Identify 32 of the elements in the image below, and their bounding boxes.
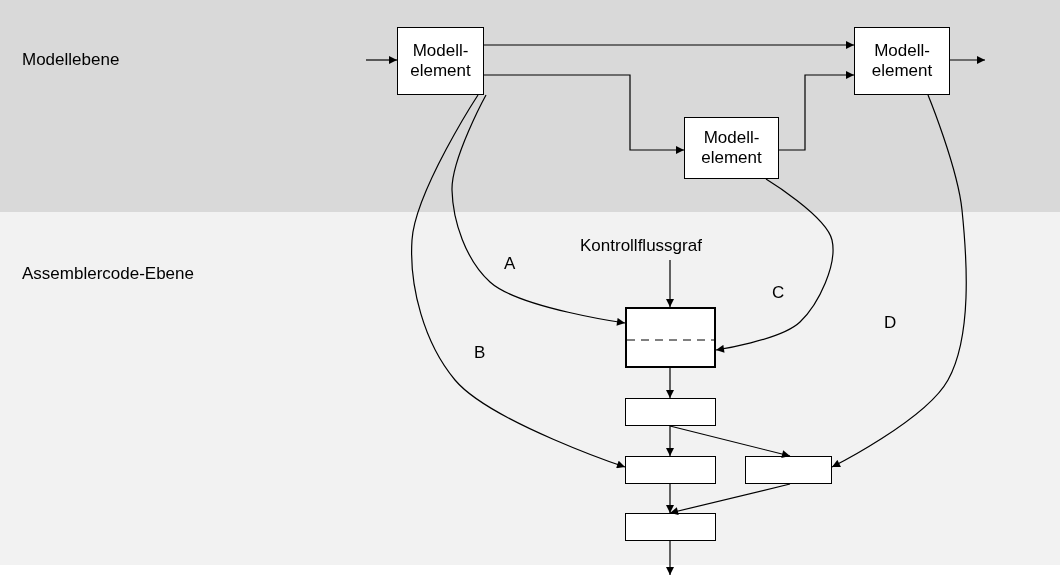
model-element-box (397, 27, 484, 95)
arrow (778, 71, 855, 151)
code-block-box (625, 307, 716, 368)
model-element-box (854, 27, 950, 95)
arrow (483, 41, 855, 49)
layer-title: Assemblercode-Ebene (22, 264, 194, 284)
graph-title: Kontrollflussgraf (580, 236, 703, 256)
arrow (666, 259, 674, 308)
code-block-box (625, 456, 716, 484)
curved-arrow (411, 94, 626, 469)
arrow (666, 367, 674, 399)
code-block-box (625, 513, 716, 541)
arrow (949, 56, 986, 64)
element-label: Modell- element (700, 127, 763, 169)
element-label: Modell- element (409, 40, 472, 82)
layer-title: Modellebene (22, 50, 120, 70)
layer-band (0, 212, 1060, 565)
curved-arrow (715, 178, 834, 353)
arrow (365, 56, 398, 64)
arrow (666, 540, 674, 576)
arrow (666, 425, 674, 457)
curved-arrow (451, 94, 626, 326)
code-block-box (625, 398, 716, 426)
curved-arrow (831, 94, 967, 468)
arrow (669, 483, 791, 515)
layer-band (0, 0, 1060, 212)
arrow (483, 74, 685, 154)
model-element-box (684, 117, 779, 179)
arrow (669, 425, 791, 458)
element-label: Modell- element (870, 40, 934, 82)
arrow (666, 483, 674, 514)
code-block-box (745, 456, 832, 484)
